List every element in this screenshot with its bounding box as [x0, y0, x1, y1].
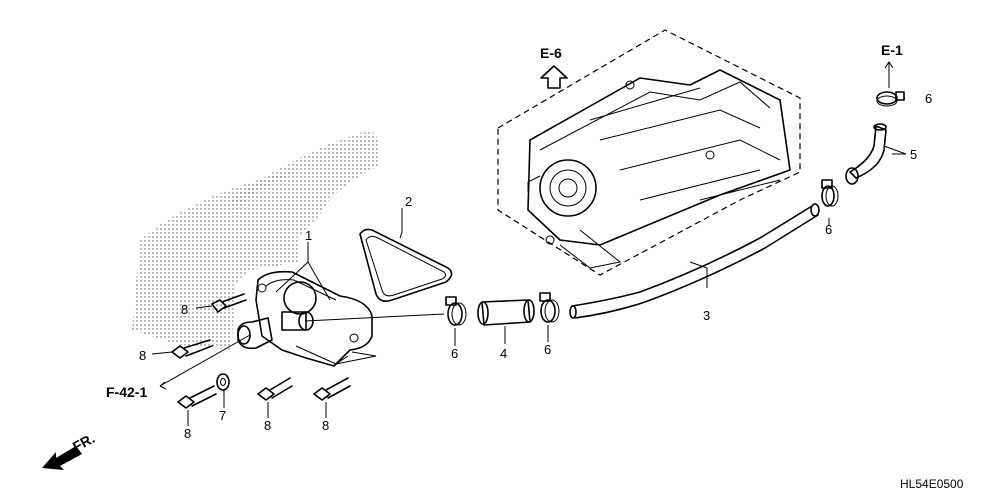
pipe-3 — [571, 205, 813, 307]
washer-7 — [216, 373, 230, 391]
front-arrow-icon — [42, 446, 82, 470]
arrow-left-icon — [159, 381, 167, 390]
bolt-8-e — [313, 377, 351, 401]
ref-f421[interactable]: F-42-1 — [106, 384, 147, 400]
engine-shadow-top — [230, 130, 380, 210]
ref-e6[interactable]: E-6 — [540, 45, 562, 61]
callout-7[interactable]: 7 — [219, 408, 226, 423]
callout-6d[interactable]: 6 — [544, 342, 551, 357]
engine-outline — [497, 29, 801, 276]
callout-4[interactable]: 4 — [500, 346, 507, 361]
bolt-8-c — [177, 385, 217, 409]
callout-2[interactable]: 2 — [405, 194, 412, 209]
clamp-6-right — [821, 179, 839, 207]
clamp-6-mid-left — [445, 296, 467, 326]
callout-6a[interactable]: 6 — [925, 91, 932, 106]
callout-6b[interactable]: 6 — [825, 222, 832, 237]
bolt-8-a — [211, 293, 247, 313]
callout-8b[interactable]: 8 — [139, 348, 146, 363]
callout-8a[interactable]: 8 — [181, 302, 188, 317]
bolt-8-b — [171, 339, 213, 359]
callout-5[interactable]: 5 — [910, 147, 917, 162]
hose-5 — [849, 125, 887, 179]
arrow-up-icon — [540, 65, 568, 89]
callout-1[interactable]: 1 — [305, 228, 312, 243]
clamp-6-mid-right — [539, 292, 560, 323]
callout-8d[interactable]: 8 — [264, 418, 271, 433]
engine-shadow — [132, 140, 380, 350]
ref-e1[interactable]: E-1 — [881, 42, 903, 58]
callout-6c[interactable]: 6 — [451, 346, 458, 361]
arrow-up-icon-e1 — [884, 61, 894, 88]
callout-8e[interactable]: 8 — [322, 418, 329, 433]
bolt-8-d — [257, 377, 293, 401]
callout-3[interactable]: 3 — [703, 308, 710, 323]
diagram-code: HL54E0500 — [900, 477, 964, 491]
clamp-6-top — [876, 91, 905, 107]
callout-8c[interactable]: 8 — [184, 426, 191, 441]
hose-4 — [477, 299, 535, 326]
engine-case — [527, 69, 791, 269]
gasket-2 — [359, 228, 453, 302]
